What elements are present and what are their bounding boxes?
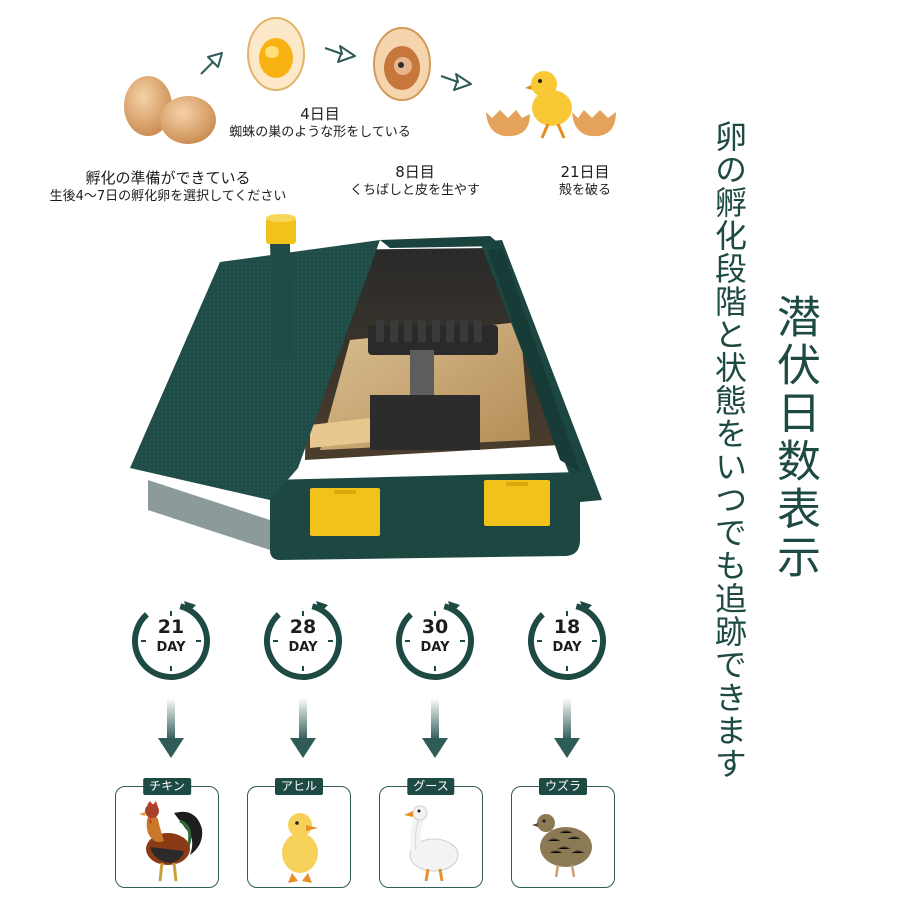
timer-ring-icon: [528, 601, 606, 680]
stage-caption-1: 4日目 蜘蛛の巣のような形をしている: [229, 105, 411, 140]
timer-days: 21: [157, 616, 185, 638]
arrow-right-down-icon: [324, 45, 356, 63]
timer-ring-icon: [264, 601, 342, 680]
egg-day4-icon: [247, 17, 305, 91]
timer-days: 30: [421, 616, 449, 638]
timer-days: 18: [553, 616, 581, 638]
bird-label: グース: [407, 778, 455, 795]
arrow-down-icon: [158, 698, 184, 758]
duckling-icon: [282, 813, 318, 883]
day-timer-quail: 18 DAY: [522, 595, 612, 685]
headline: 潜伏日数表示: [769, 294, 820, 582]
arrow-right-down-icon: [440, 73, 472, 91]
timer-ring-icon: [396, 601, 474, 680]
stage-caption-2: 8日目 くちばしと皮を生やす: [349, 163, 480, 198]
subheadline: 卵の孵化段階と状態をいつでも追跡できます: [710, 120, 748, 780]
timer-unit: DAY: [420, 640, 450, 655]
bird-card-quail: ウズラ: [511, 778, 615, 888]
eggs-icon: [124, 76, 216, 144]
bird-label: チキン: [143, 778, 191, 795]
bird-label: ウズラ: [538, 778, 588, 795]
day-timer-goose: 30 DAY: [390, 595, 480, 685]
goose-icon: [404, 805, 459, 882]
bird-card-duck: アヒル: [247, 778, 351, 888]
day-timer-chicken: 21 DAY: [126, 595, 216, 685]
stage-caption-3: 21日目 殻を破る: [558, 163, 611, 198]
timer-days: 28: [289, 616, 317, 638]
quail-icon: [532, 814, 592, 878]
arrow-down-icon: [554, 698, 580, 758]
arrow-up-right-icon: [200, 52, 223, 75]
egg-day8-icon: [373, 27, 431, 101]
timer-ring-icon: [132, 601, 210, 680]
bird-card-goose: グース: [379, 778, 483, 888]
day-timer-duck: 28 DAY: [258, 595, 348, 685]
timer-unit: DAY: [552, 640, 582, 655]
stage-caption-0: 孵化の準備ができている 生後4〜7日の孵化卵を選択してください: [49, 169, 287, 204]
timer-unit: DAY: [156, 640, 186, 655]
arrow-down-icon: [290, 698, 316, 758]
incubator-image: [130, 214, 602, 560]
bird-label: アヒル: [274, 778, 324, 795]
arrow-down-icon: [422, 698, 448, 758]
timer-unit: DAY: [288, 640, 318, 655]
chicken-icon: [139, 801, 203, 882]
bird-card-chicken: チキン: [115, 778, 219, 888]
hatching-chick-icon: [486, 71, 616, 139]
